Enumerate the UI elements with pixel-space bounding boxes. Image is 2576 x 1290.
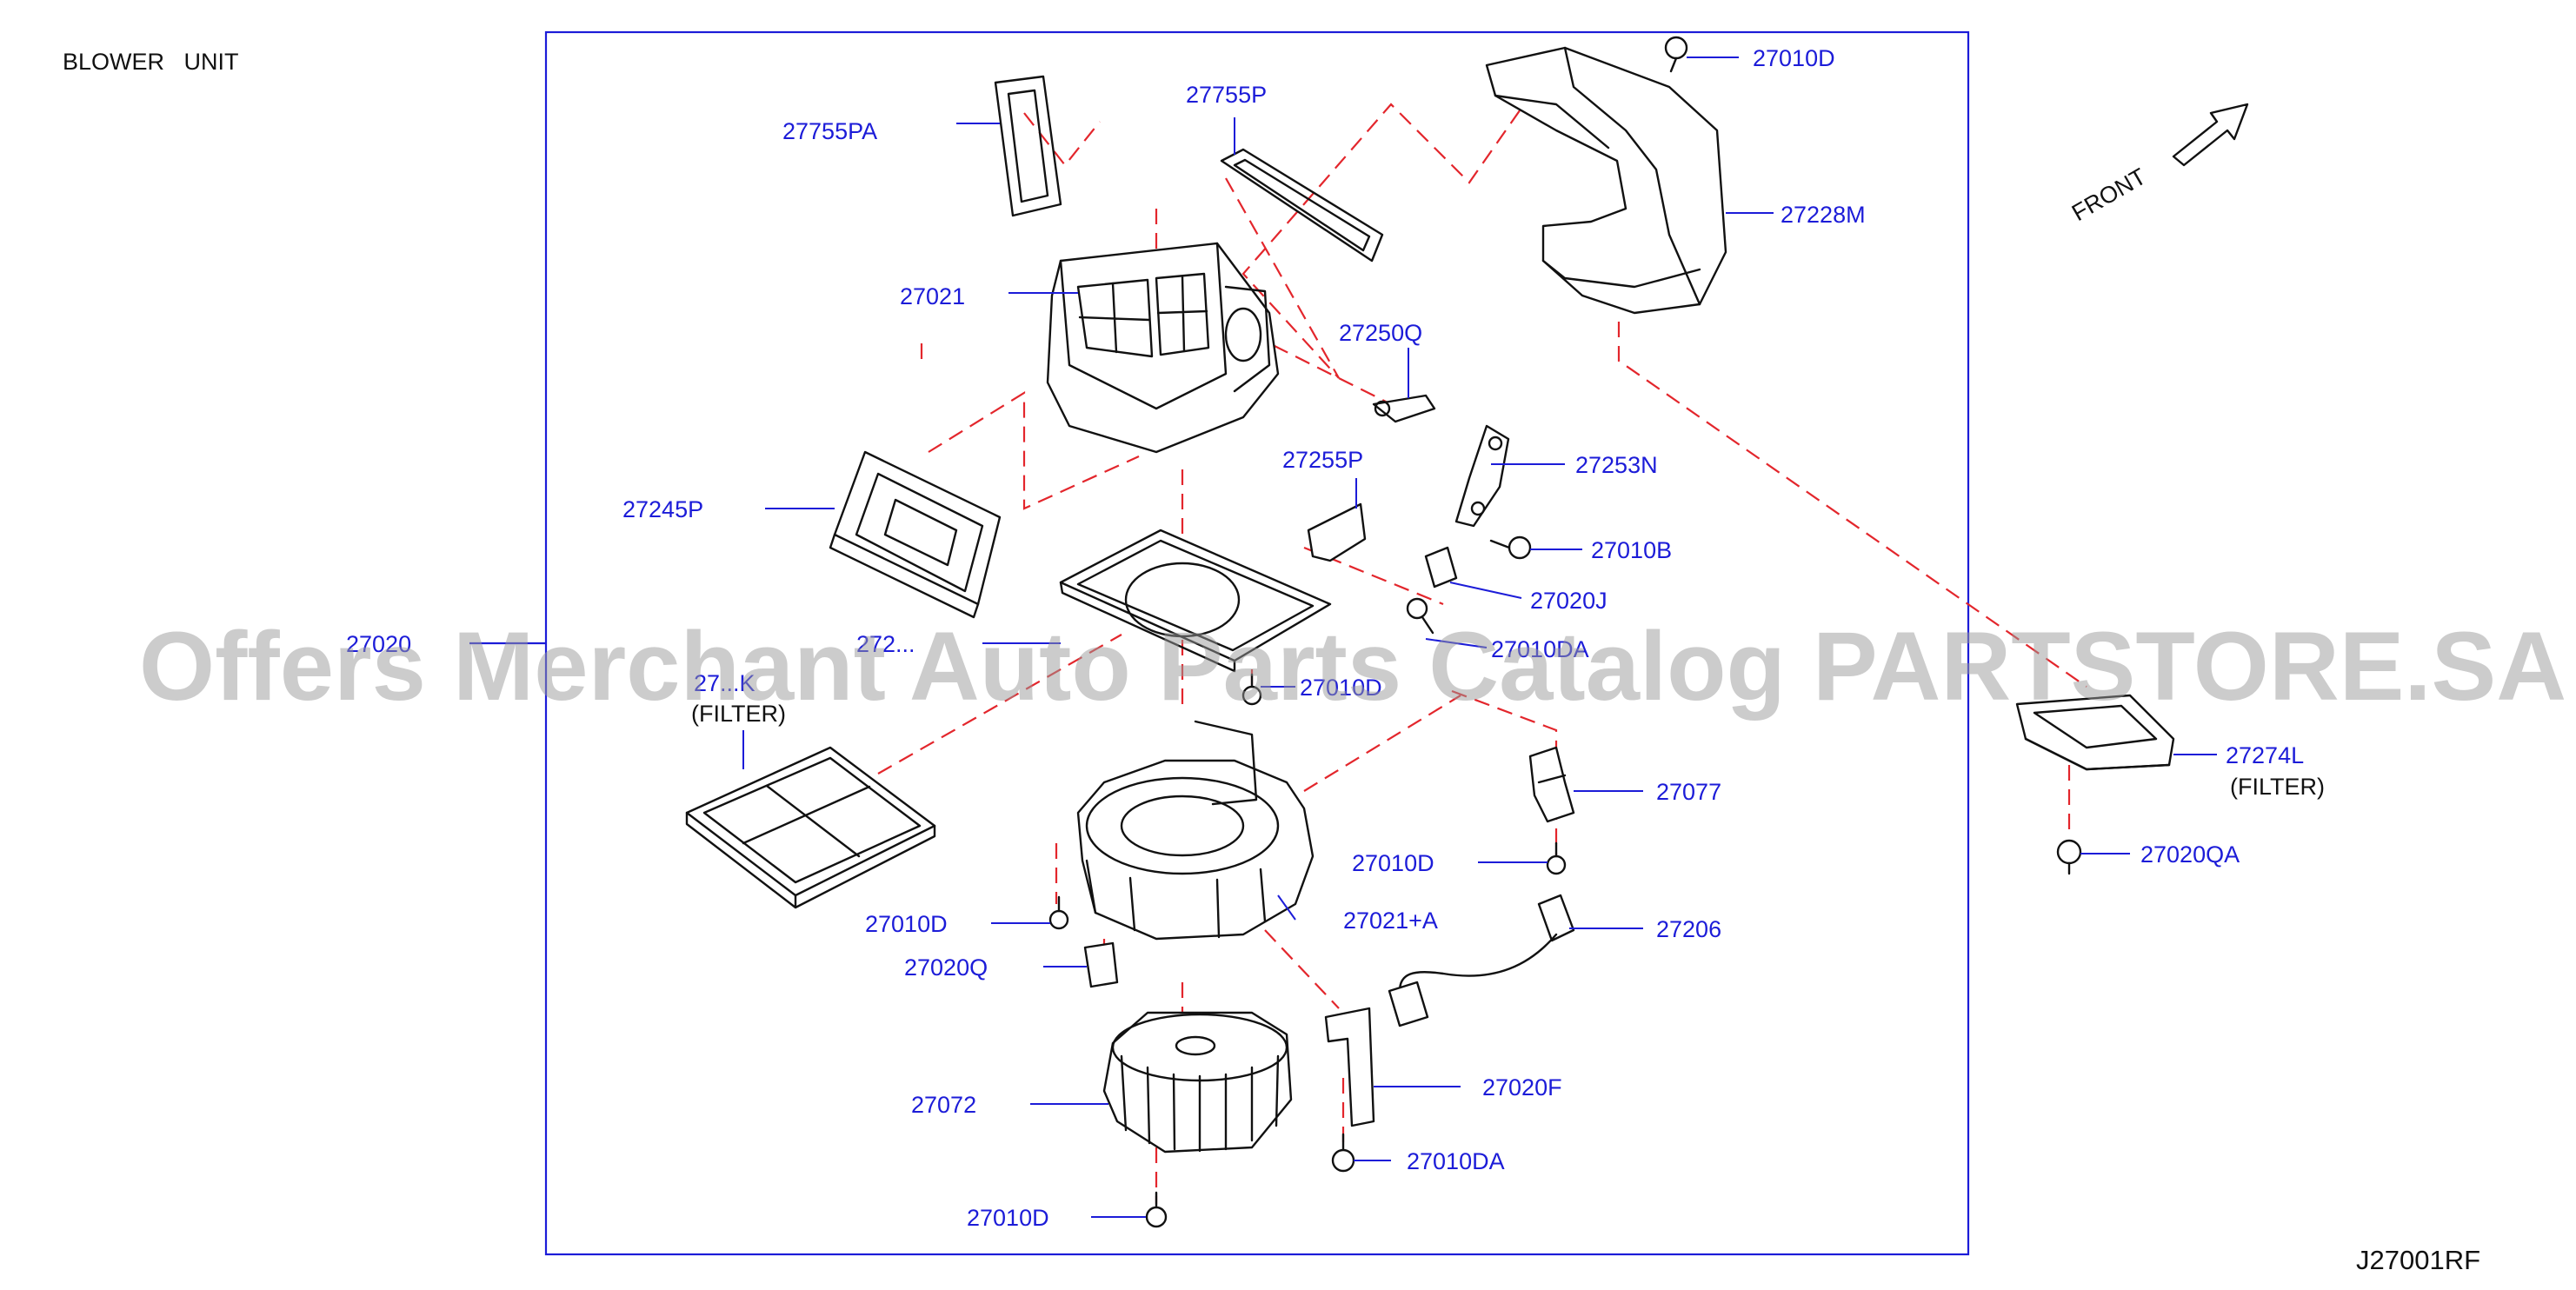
bracket-27020Q <box>1083 941 1119 988</box>
frame-27245P <box>829 450 1002 619</box>
blower-motor-27072 <box>1102 1011 1293 1154</box>
part-label: 27072 <box>911 1092 976 1118</box>
blower-housing-27021A <box>1076 720 1315 941</box>
part-label: 27253N <box>1575 452 1658 478</box>
harness-27206 <box>1388 894 1575 1027</box>
part-label: 27010DA <box>1491 636 1589 662</box>
gasket-27755PA <box>994 75 1062 217</box>
part-label: 27077 <box>1656 779 1721 805</box>
part-label: 27010D <box>1753 45 1835 71</box>
part-label: 27021+A <box>1343 908 1438 934</box>
front-label: FRONT <box>2067 163 2151 226</box>
bracket-27255P <box>1307 502 1367 562</box>
part-label: 272... <box>856 631 915 657</box>
part-label: 27755PA <box>782 118 877 144</box>
screw-icon <box>1489 535 1532 560</box>
part-label: 27228M <box>1781 202 1866 228</box>
screw-icon <box>1048 895 1069 930</box>
bracket-27020F <box>1324 1007 1375 1127</box>
screw-set <box>1048 36 2082 1228</box>
lever-27253N <box>1454 424 1510 528</box>
part-label: 27020 <box>346 631 411 657</box>
part-label: 27020J <box>1530 588 1608 614</box>
part-label: 27755P <box>1186 82 1267 108</box>
part-label: 27...K <box>694 670 755 696</box>
part-label: 27010D <box>1352 850 1434 876</box>
case-panel-272 <box>1059 529 1332 673</box>
screw-icon <box>1664 36 1688 73</box>
watermark: Offers Merchant Auto Parts Catalog PARTS… <box>139 612 2566 721</box>
part-label: 27010D <box>1300 675 1382 701</box>
clip-icon <box>2056 839 2082 875</box>
screw-icon <box>1145 1191 1168 1228</box>
part-label: 27010DA <box>1407 1148 1505 1174</box>
part-label: (FILTER) <box>2230 774 2325 800</box>
screw-icon <box>1406 597 1434 635</box>
part-label: (FILTER) <box>691 701 786 727</box>
part-label: 27010D <box>967 1205 1049 1231</box>
screw-icon <box>1241 673 1262 706</box>
filter-cover-27274L <box>2015 694 2175 771</box>
part-labels: 27010D 27755P 27755PA 27228M 27021 27250… <box>346 45 2325 1231</box>
link-27250Q <box>1372 394 1436 423</box>
filter-27277K <box>685 746 936 909</box>
intake-housing-27021 <box>1046 242 1280 454</box>
front-arrow-icon <box>2172 103 2249 167</box>
gasket-27755P <box>1220 148 1384 263</box>
screw-icon <box>1331 1133 1355 1173</box>
part-label: 27020QA <box>2140 841 2240 868</box>
part-label: 27020Q <box>904 954 988 981</box>
diagram-code: J27001RF <box>2356 1245 2480 1275</box>
part-label: 27010D <box>865 911 948 937</box>
duct-27228M <box>1485 46 1727 315</box>
part-label: 27206 <box>1656 916 1721 942</box>
part-label: 27020F <box>1482 1074 1562 1100</box>
screw-icon <box>1546 841 1567 875</box>
resistor-27077 <box>1528 746 1575 823</box>
part-label: 27274L <box>2226 742 2304 768</box>
part-label: 27245P <box>622 496 703 522</box>
part-label: 27010B <box>1591 537 1672 563</box>
part-label: 27255P <box>1282 447 1363 473</box>
leader-lines <box>742 57 2217 1218</box>
part-label: 27021 <box>900 283 965 309</box>
diagram-title: BLOWER UNIT <box>63 49 239 75</box>
clip-27020J <box>1424 546 1458 588</box>
part-label: 27250Q <box>1339 320 1422 346</box>
